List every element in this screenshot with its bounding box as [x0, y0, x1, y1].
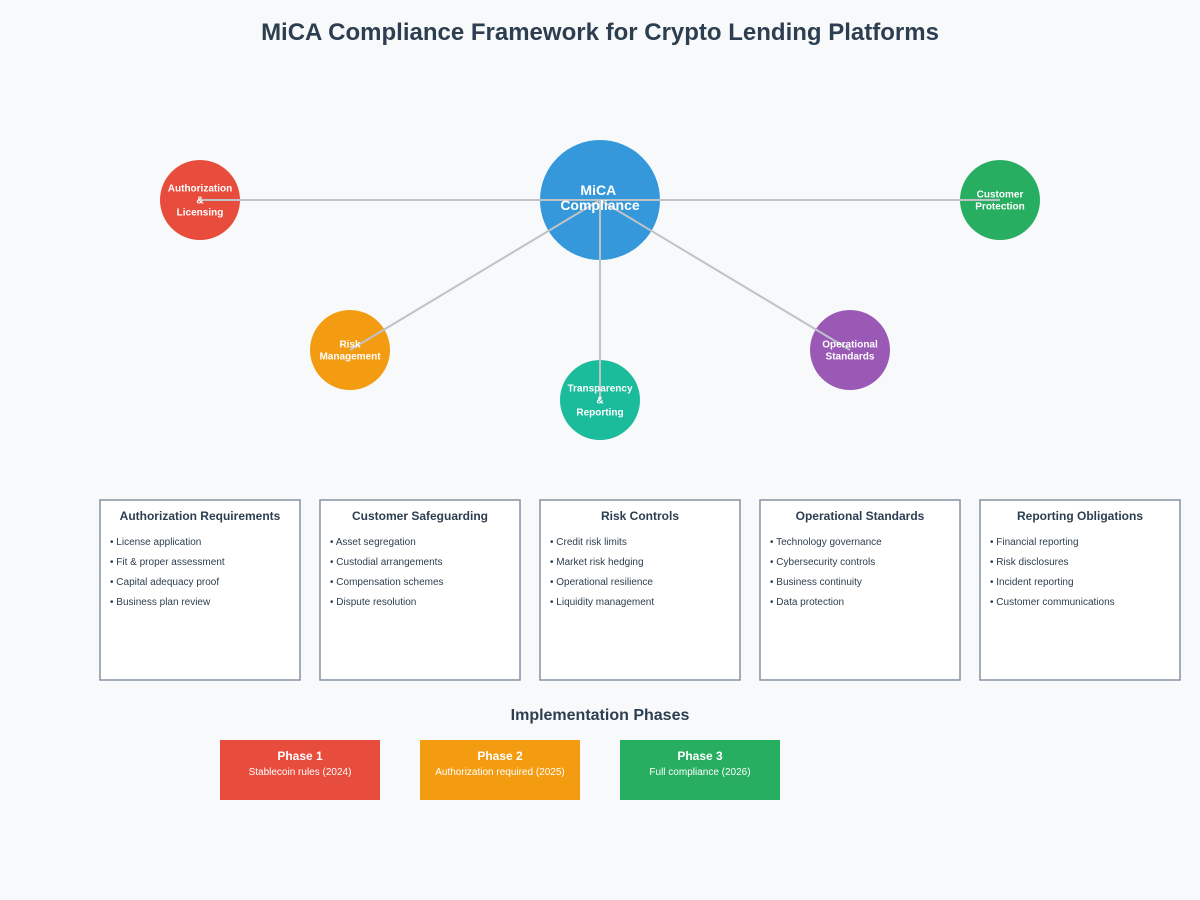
phase-title: Phase 3 [677, 749, 723, 763]
pillar-label-authorization-licensing: Authorization&Licensing [168, 184, 232, 219]
pillar-label-line: Operational [822, 340, 878, 351]
phase-block: Phase 3 Full compliance (2026) [620, 740, 780, 800]
card-item: • Asset segregation [330, 537, 416, 548]
card-item: • Data protection [770, 597, 844, 608]
pillar-label-line: Management [319, 352, 381, 363]
card-title: Reporting Obligations [1017, 509, 1143, 523]
phase-box [420, 740, 580, 800]
center-label-line: MiCA [580, 182, 616, 198]
card-title: Risk Controls [601, 509, 679, 523]
phase-description: Stablecoin rules (2024) [249, 767, 352, 778]
card-item: • Incident reporting [990, 577, 1074, 588]
card-item: • Operational resilience [550, 577, 653, 588]
pillar-label-line: Transparency [567, 384, 632, 395]
card-item: • Business continuity [770, 577, 862, 588]
phase-description: Full compliance (2026) [649, 767, 750, 778]
card-item: • Market risk hedging [550, 557, 644, 568]
card-frame [979, 499, 1181, 681]
pillar-label-line: & [596, 396, 603, 407]
card-item: • Business plan review [110, 597, 211, 608]
phase-block: Phase 2 Authorization required (2025) [420, 740, 580, 800]
card-item: • License application [110, 537, 201, 548]
card-item: • Fit & proper assessment [110, 557, 225, 568]
card-item: • Liquidity management [550, 597, 654, 608]
card-item: • Custodial arrangements [330, 557, 442, 568]
card-item: • Customer communications [990, 597, 1115, 608]
phase-box [620, 740, 780, 800]
card-item: • Cybersecurity controls [770, 557, 875, 568]
connector-line-risk-management [349, 199, 601, 351]
pillar-label-line: Protection [975, 202, 1024, 213]
connectors [200, 199, 1000, 400]
card-item: • Compensation schemes [330, 577, 444, 588]
pillar-label-line: & [196, 196, 203, 207]
pillar-label-line: Reporting [576, 408, 623, 419]
hub-labels: MiCA Compliance Authorization&LicensingC… [168, 182, 1025, 419]
phase-title: Phase 1 [277, 749, 323, 763]
requirement-cards: Authorization Requirements • License appl… [99, 499, 1181, 681]
card-title: Authorization Requirements [120, 509, 281, 523]
card-frame [319, 499, 521, 681]
card-frame [759, 499, 961, 681]
center-node-label: MiCA Compliance [560, 182, 640, 213]
connector-line-operational-standards [599, 199, 851, 351]
card-item: • Credit risk limits [550, 537, 627, 548]
card-frame [539, 499, 741, 681]
card-item: • Capital adequacy proof [110, 577, 219, 588]
pillar-label-line: Customer [977, 190, 1024, 201]
phase-title: Phase 2 [477, 749, 523, 763]
card-item: • Technology governance [770, 537, 882, 548]
requirement-card: Risk Controls • Credit risk limits • Marke… [539, 499, 741, 681]
card-item: • Financial reporting [990, 537, 1079, 548]
pillar-label-line: Licensing [177, 208, 224, 219]
center-label-line: Compliance [560, 197, 640, 213]
card-title: Customer Safeguarding [352, 509, 488, 523]
card-item: • Dispute resolution [330, 597, 416, 608]
requirement-card: Customer Safeguarding • Asset segregation… [319, 499, 521, 681]
phases-section-title: Implementation Phases [511, 707, 690, 724]
requirement-card: Authorization Requirements • License appl… [99, 499, 301, 681]
pillar-label-line: Risk [339, 340, 361, 351]
phase-description: Authorization required (2025) [435, 767, 565, 778]
pillar-label-line: Standards [826, 352, 875, 363]
requirement-card: Operational Standards • Technology govern… [759, 499, 961, 681]
card-item: • Risk disclosures [990, 557, 1069, 568]
pillar-label-line: Authorization [168, 184, 232, 195]
implementation-phases: Phase 1 Stablecoin rules (2024) Phase 2 Aut… [220, 740, 780, 800]
pillar-label-transparency-reporting: Transparency&Reporting [567, 384, 632, 419]
card-frame [99, 499, 301, 681]
diagram-title: MiCA Compliance Framework for Crypto Len… [261, 19, 939, 46]
card-title: Operational Standards [796, 509, 925, 523]
requirement-card: Reporting Obligations • Financial reporti… [979, 499, 1181, 681]
phase-block: Phase 1 Stablecoin rules (2024) [220, 740, 380, 800]
phase-box [220, 740, 380, 800]
